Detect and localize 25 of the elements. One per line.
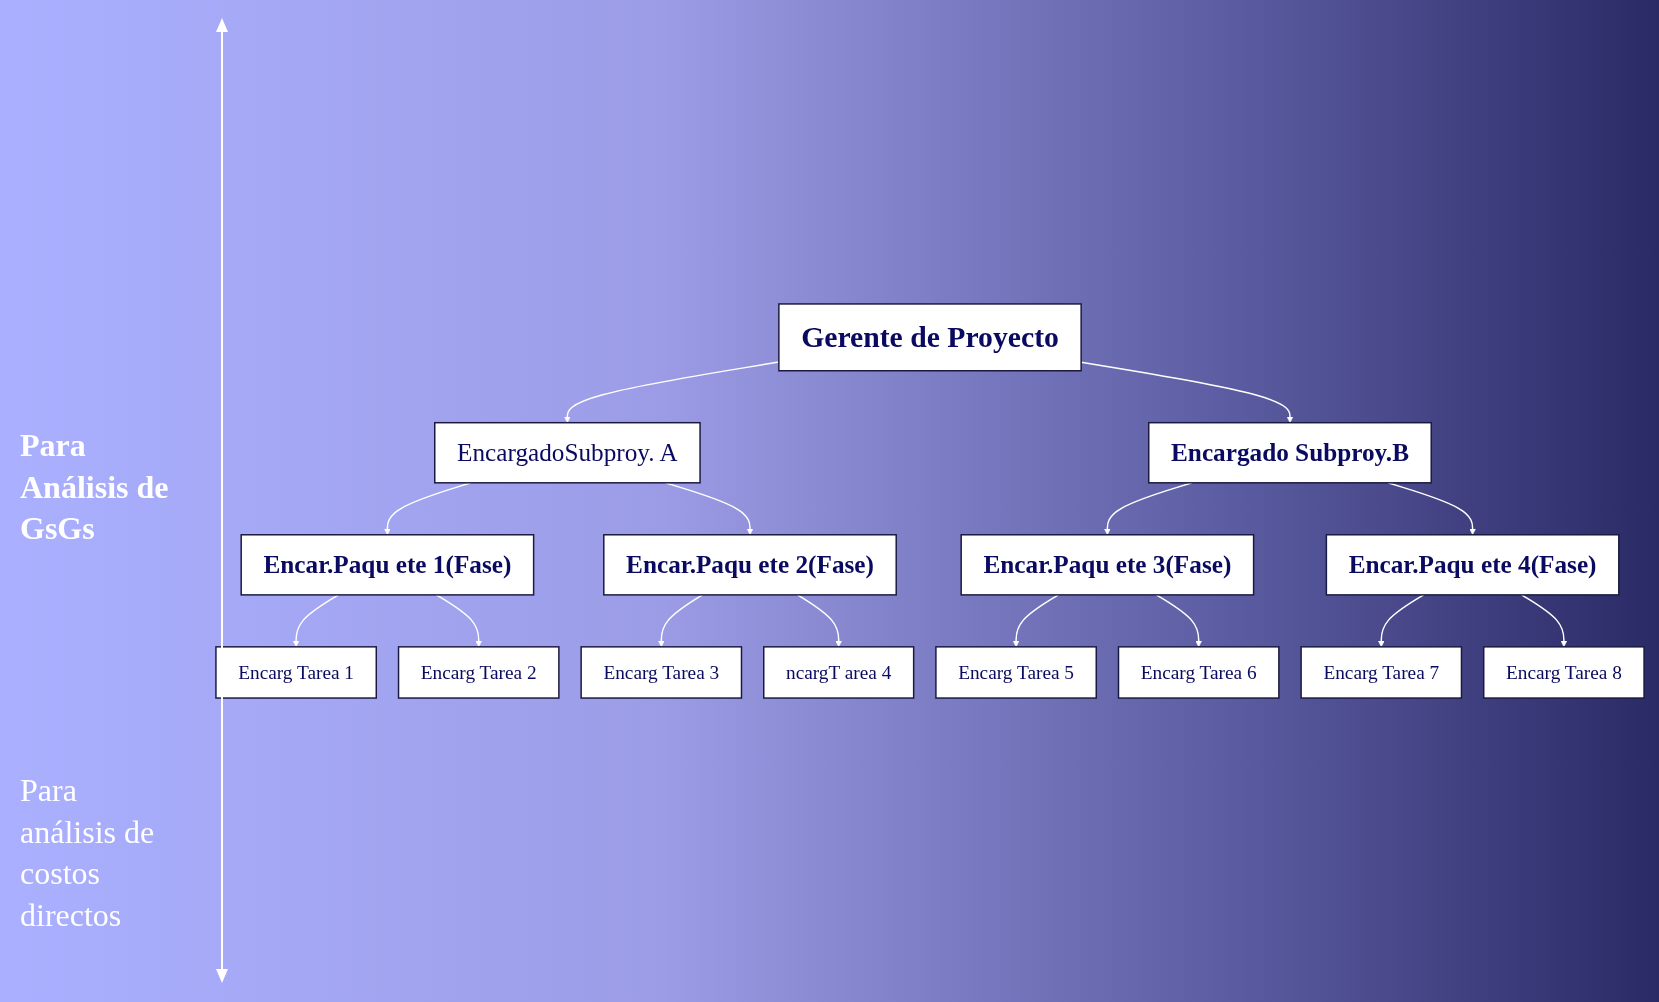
arrow	[657, 594, 703, 648]
node-box: Encarg Tarea 6	[1117, 646, 1280, 699]
arrow	[1520, 594, 1567, 648]
node-box: Encarg Tarea 7	[1299, 646, 1462, 699]
node-box: EncargadoSubproy. A	[433, 421, 701, 484]
arrow	[1012, 594, 1059, 648]
node-box: Encar.Paqu ete 1(Fase)	[239, 534, 534, 596]
arrow	[435, 594, 482, 648]
node-box: Encarg Tarea 2	[397, 646, 560, 699]
node-box: Gerente de Proyecto	[777, 303, 1082, 372]
node-box: Encarg Tarea 5	[934, 646, 1097, 699]
node-box: Encarg Tarea 8	[1482, 646, 1645, 699]
node-box: Encar.Paqu ete 3(Fase)	[959, 534, 1254, 596]
arrow	[1155, 594, 1202, 648]
side-label: Para análisis de costos directos	[20, 771, 156, 935]
arrow	[796, 594, 842, 648]
node-box: ncargT area 4	[762, 646, 914, 699]
node-box: Encar.Paqu ete 2(Fase)	[602, 534, 897, 596]
node-box: Encar.Paqu ete 4(Fase)	[1325, 534, 1620, 596]
arrow	[1377, 594, 1424, 648]
arrow	[292, 594, 339, 648]
node-box: Encargado Subproy.B	[1147, 421, 1432, 484]
side-label: Para Análisis de GsGs	[20, 426, 170, 549]
node-box: Encarg Tarea 3	[579, 646, 742, 699]
node-box: Encarg Tarea 1	[214, 646, 377, 699]
